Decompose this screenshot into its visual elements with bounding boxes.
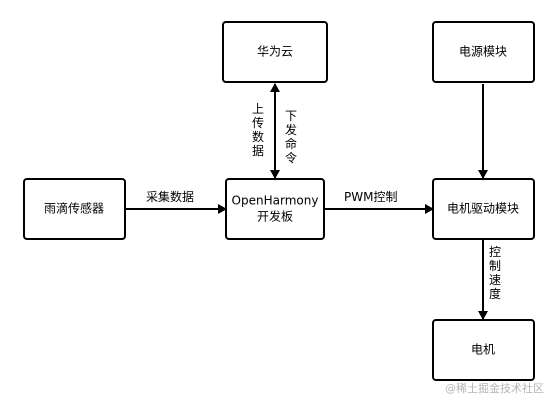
- node-motor-driver: 电机驱动模块: [432, 178, 535, 240]
- watermark: @稀土掘金技术社区: [445, 381, 544, 395]
- edge-label-collect: 采集数据: [146, 189, 194, 204]
- node-power: 电源模块: [432, 21, 535, 83]
- node-raindrop: 雨滴传感器: [23, 178, 126, 240]
- node-openharmony-label-line2: 开发板: [257, 209, 293, 224]
- node-motor-driver-label: 电机驱动模块: [447, 202, 519, 216]
- node-huaweiyun: 华为云: [222, 21, 328, 83]
- node-raindrop-label: 雨滴传感器: [44, 201, 104, 216]
- node-motor: 电机: [432, 319, 535, 381]
- node-huaweiyun-label: 华为云: [257, 45, 293, 59]
- node-openharmony: OpenHarmony 开发板: [225, 178, 325, 240]
- node-openharmony-label-line1: OpenHarmony: [232, 194, 319, 208]
- node-motor-label: 电机: [471, 343, 495, 357]
- edge-label-upload: 上传数据: [252, 102, 264, 158]
- node-power-label: 电源模块: [459, 45, 507, 59]
- edge-label-speed: 控制速度: [489, 245, 501, 301]
- edge-label-command: 下发命令: [285, 109, 297, 165]
- edge-label-pwm: PWM控制: [344, 190, 397, 204]
